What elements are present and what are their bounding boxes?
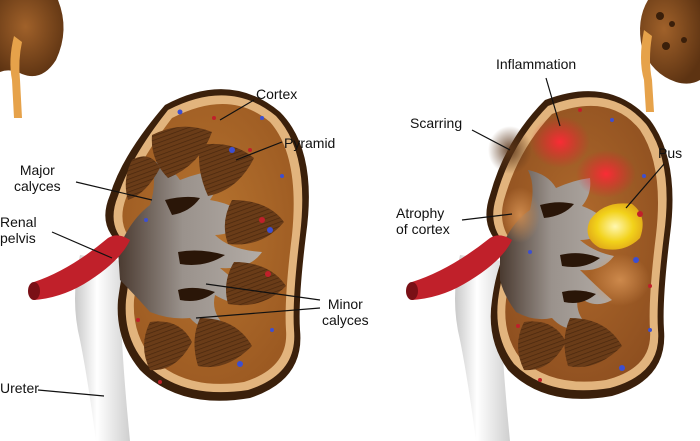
- normal-kidney: [28, 89, 309, 441]
- label-inflammation: Inflammation: [496, 56, 577, 72]
- label-cortex: Cortex: [256, 86, 298, 102]
- label-renal-pelvis-line2: pelvis: [0, 230, 36, 246]
- label-atrophy-line2: of cortex: [396, 221, 450, 237]
- leader-lines: [37, 77, 665, 397]
- label-pus: Pus: [658, 145, 683, 161]
- inflammation-area-1: [530, 116, 590, 168]
- diseased-kidney: [406, 91, 673, 441]
- label-atrophy-of-cortex: Atrophy of cortex: [396, 205, 450, 237]
- label-minor-calyces: Minor calyces: [322, 296, 369, 328]
- inflammation-area-2: [576, 150, 636, 198]
- label-pyramid: Pyramid: [284, 135, 336, 151]
- label-minor-calyces-line1: Minor: [327, 296, 363, 312]
- label-scarring: Scarring: [410, 115, 463, 131]
- renal-artery: [34, 235, 130, 300]
- label-minor-calyces-line2: calyces: [322, 312, 369, 328]
- ureter-tube: [75, 255, 130, 441]
- label-atrophy-line1: Atrophy: [396, 205, 445, 221]
- label-renal-pelvis: Renal pelvis: [0, 214, 37, 246]
- label-renal-pelvis-line1: Renal: [0, 214, 37, 230]
- pus-area: [587, 203, 643, 250]
- renal-pelvis-shape: [118, 160, 262, 332]
- small-kidney-left: [0, 0, 64, 118]
- label-major-calyces-line1: Major: [19, 162, 55, 178]
- label-major-calyces: Major calyces: [14, 162, 61, 194]
- atrophy-area: [500, 187, 540, 243]
- label-major-calyces-line2: calyces: [14, 178, 61, 194]
- label-ureter: Ureter: [0, 380, 39, 396]
- small-kidney-right: [640, 0, 700, 112]
